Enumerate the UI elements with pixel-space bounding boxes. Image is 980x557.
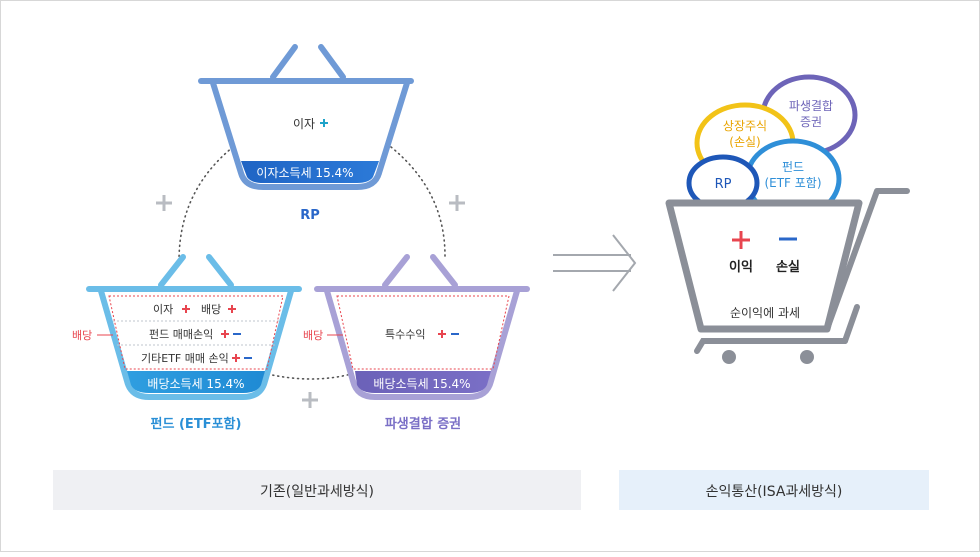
derivative-side-label: 배당 xyxy=(303,329,323,342)
isa-label: 손익통산(ISA과세방식) xyxy=(706,484,843,500)
ball-derivative-line2: 증권 xyxy=(800,115,822,129)
cart-base xyxy=(694,338,848,354)
derivative-basket: 특수수익 배당소득세 15.4% 파생결합 증권 배당 xyxy=(303,254,530,432)
rp-basket-handles xyxy=(270,44,346,80)
ball-fund-line2: (ETF 포함) xyxy=(764,176,821,190)
ball-listed-line1: 상장주식 xyxy=(723,119,767,133)
existing-label: 기존(일반과세방식) xyxy=(260,484,374,500)
isa-label-box xyxy=(619,470,929,510)
cart-handle-strut xyxy=(842,304,860,344)
fund-trade-plus-icon xyxy=(221,330,229,338)
fund-row-etf: 기타ETF 매매 손익 xyxy=(141,352,229,365)
fund-etf-plus-icon xyxy=(232,354,240,362)
fund-side-label: 배당 xyxy=(72,329,92,342)
ball-derivative-line1: 파생결합 xyxy=(789,99,833,113)
cart-wheel-left xyxy=(722,350,736,364)
derivative-tax-band xyxy=(355,371,491,393)
rp-title: RP xyxy=(300,208,320,223)
rp-plus-icon xyxy=(320,119,328,127)
fund-dividend-region xyxy=(108,295,284,370)
ball-listed-line2: (손실) xyxy=(729,135,760,149)
cart-handle xyxy=(824,188,910,332)
cart-wheel-right xyxy=(800,350,814,364)
fund-dividend-plus-icon xyxy=(228,305,236,313)
cart-plus-icon xyxy=(732,231,750,249)
derivative-basket-body xyxy=(324,290,520,400)
rp-content-label: 이자 xyxy=(293,117,315,131)
derivative-plus-icon xyxy=(438,330,446,338)
fund-row-dividend: 배당 xyxy=(201,303,221,316)
existing-label-box xyxy=(53,470,581,510)
fund-interest-plus-icon xyxy=(182,305,190,313)
derivative-tax-label: 배당소득세 15.4% xyxy=(373,377,470,391)
fund-basket: 이자 배당 펀드 매매손익 기타ETF 매매 손익 배당소득세 15.4% 펀드… xyxy=(72,254,302,432)
rp-tax-band xyxy=(241,161,379,183)
derivative-basket-handles xyxy=(382,254,458,288)
cart-caption: 순이익에 과세 xyxy=(730,306,800,320)
fund-basket-handles xyxy=(158,254,234,288)
dotted-connectors xyxy=(178,146,446,380)
fund-title: 펀드 (ETF포함) xyxy=(151,416,242,432)
right-arrow-icon xyxy=(553,234,637,292)
fund-row-interest: 이자 xyxy=(153,303,173,316)
fund-basket-body xyxy=(98,290,294,400)
ball-rp-label: RP xyxy=(715,177,732,192)
derivative-title: 파생결합 증권 xyxy=(385,416,461,432)
derivative-content-label: 특수수익 xyxy=(385,328,425,341)
fund-row-trade: 펀드 매매손익 xyxy=(149,328,213,341)
cart-loss-label: 손실 xyxy=(776,259,800,275)
rp-basket: 이자소득세 15.4% 이자 RP xyxy=(198,44,414,223)
fund-tax-label: 배당소득세 15.4% xyxy=(147,377,244,391)
cart: 파생결합 증권 상장주식 (손실) 펀드 (ETF 포함) RP 이익 손실 순… xyxy=(665,74,910,364)
ball-fund-line1: 펀드 xyxy=(782,160,804,174)
rp-tax-label: 이자소득세 15.4% xyxy=(256,166,353,180)
plus-between-icons xyxy=(156,195,465,408)
rp-basket-body xyxy=(210,82,410,190)
fund-tax-band xyxy=(127,371,265,393)
cart-profit-label: 이익 xyxy=(729,259,753,275)
